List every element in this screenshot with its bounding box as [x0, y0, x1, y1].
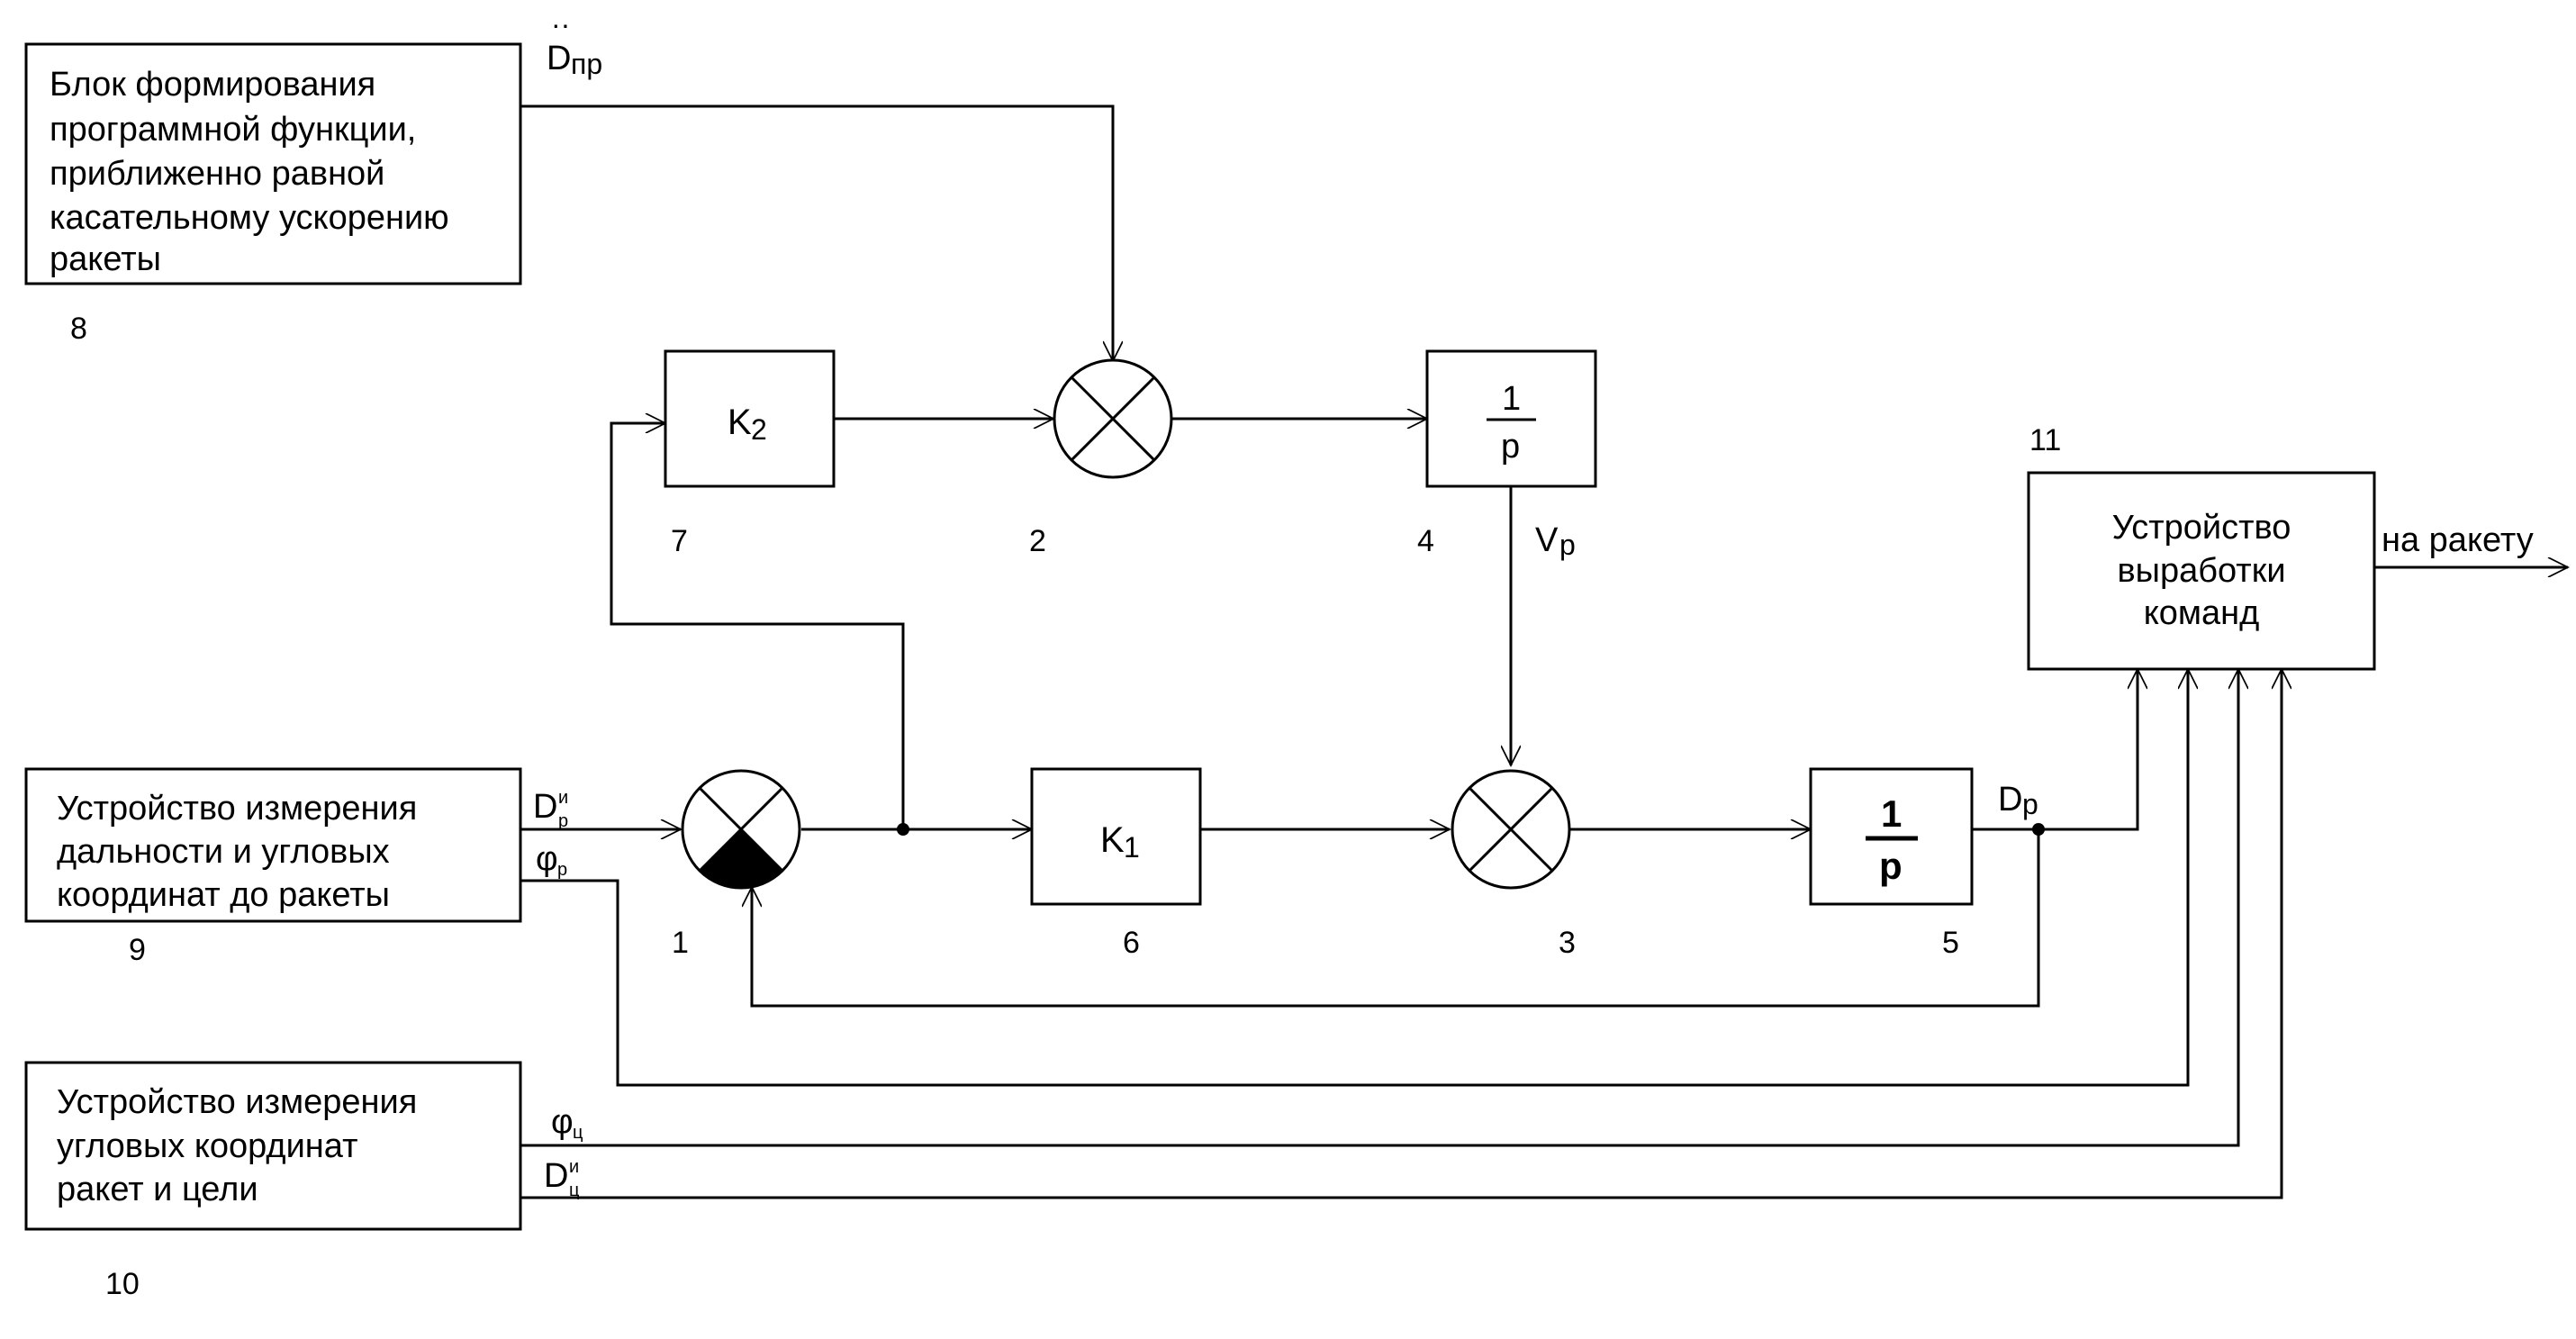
block-4-integrator: 1 p 4	[1417, 351, 1595, 558]
signal-dc-superscript: и	[569, 1157, 579, 1177]
signal-phir-symbol: φ	[536, 840, 558, 878]
block-9-range-measurement: Устройство измерения дальности и угловых…	[26, 769, 520, 967]
block-8-number: 8	[70, 312, 87, 346]
signal-dc-symbol: D	[544, 1157, 568, 1195]
summing-junction-3: 3	[1452, 771, 1576, 960]
block-6-gain-k1: K 1 6	[1032, 769, 1200, 960]
output-label: на ракету	[2382, 521, 2534, 559]
block-4-denominator: p	[1501, 428, 1520, 466]
wire-dc-to-cmd	[520, 669, 2282, 1198]
block-8-program-function: Блок формирования программной функции, п…	[26, 44, 520, 346]
signal-phic-subscript: ц	[573, 1123, 583, 1143]
block-10-line-2: угловых координат	[57, 1127, 358, 1165]
block-11-number: 11	[2029, 423, 2061, 457]
junction-3-number: 3	[1559, 926, 1576, 960]
signal-dc-subscript: ц	[569, 1181, 579, 1200]
signal-dr-superscript: и	[558, 788, 568, 808]
signal-dr-label: D и р	[533, 788, 568, 831]
block-11-line-2: выработки	[2117, 552, 2285, 590]
block-7-gain-subscript: 2	[751, 413, 767, 446]
block-10-line-1: Устройство измерения	[57, 1083, 417, 1121]
block-8-line-5: ракеты	[50, 240, 161, 278]
block-8-line-1: Блок формирования	[50, 66, 375, 104]
block-10-line-3: ракет и цели	[57, 1171, 258, 1208]
junction-1-number: 1	[672, 926, 689, 960]
signal-dr-subscript: р	[558, 811, 568, 831]
block-10-angular-measurement: Устройство измерения угловых координат р…	[26, 1063, 520, 1301]
block-9-number: 9	[129, 933, 146, 967]
block-9-line-3: координат до ракеты	[57, 876, 390, 914]
block-9-line-1: Устройство измерения	[57, 790, 417, 828]
block-8-line-3: приближенно равной	[50, 155, 384, 193]
block-6-gain-subscript: 1	[1124, 831, 1140, 864]
junction-2-number: 2	[1029, 524, 1046, 558]
signal-dp-symbol: D	[1998, 781, 2022, 819]
block-5-numerator: 1	[1881, 792, 1902, 835]
wire-dp-to-cmd	[1972, 669, 2138, 829]
signal-dpr-dots: ··	[551, 8, 570, 41]
block-6-number: 6	[1123, 926, 1140, 960]
block-4-number: 4	[1417, 524, 1434, 558]
block-7-number: 7	[671, 524, 688, 558]
block-5-number: 5	[1942, 926, 1959, 960]
signal-vp-label: V p	[1535, 521, 1576, 561]
block-5-integrator: 1 p 5	[1811, 769, 1972, 960]
signal-dp-subscript: p	[2022, 788, 2038, 820]
summing-junction-1: 1	[672, 771, 800, 960]
wire-phic-to-cmd	[520, 669, 2238, 1145]
signal-vp-symbol: V	[1535, 521, 1559, 559]
summing-junction-2: 2	[1029, 360, 1171, 558]
block-6-gain-symbol: K	[1100, 820, 1125, 860]
block-7-gain-k2: K 2 7	[665, 351, 834, 558]
block-9-line-2: дальности и угловых	[57, 833, 390, 871]
signal-dc-label: D и ц	[544, 1157, 579, 1200]
signal-vp-subscript: p	[1559, 529, 1576, 561]
signal-dpr-label: ·· D пр	[547, 8, 602, 80]
signal-dpr-symbol: D	[547, 40, 571, 77]
block-8-line-2: программной функции,	[50, 111, 416, 149]
signal-phic-label: φ ц	[551, 1103, 583, 1143]
block-11-command-generator: Устройство выработки команд 11	[2029, 423, 2374, 669]
block-5-denominator: p	[1879, 845, 1903, 887]
signal-phir-label: φ р	[536, 840, 567, 880]
signal-dp-label: D p	[1998, 781, 2038, 820]
block-7-gain-symbol: K	[728, 403, 752, 442]
block-10-number: 10	[105, 1267, 140, 1301]
block-4-numerator: 1	[1502, 380, 1521, 418]
block-8-line-4: касательному ускорению	[50, 199, 449, 237]
signal-phic-symbol: φ	[551, 1103, 574, 1141]
block-11-line-1: Устройство	[2112, 509, 2291, 547]
signal-dpr-subscript: пр	[571, 48, 602, 80]
signal-dr-symbol: D	[533, 788, 557, 826]
block-11-line-3: команд	[2144, 594, 2260, 632]
branch-node-1	[897, 823, 909, 836]
signal-phir-subscript: р	[557, 860, 567, 880]
wire-dpr	[520, 106, 1113, 361]
